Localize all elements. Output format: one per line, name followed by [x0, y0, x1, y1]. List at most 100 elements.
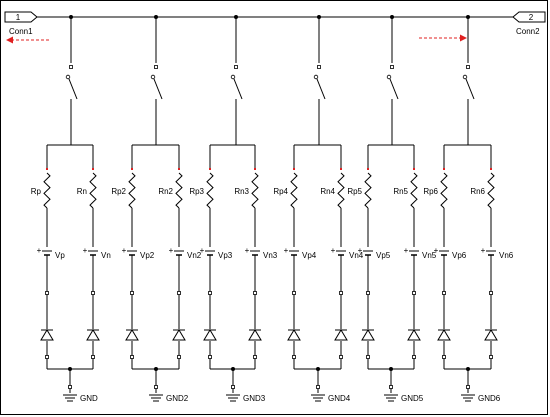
ground-label: GND — [80, 394, 98, 403]
source-p-label: Vp2 — [140, 251, 155, 260]
diode-symbol — [334, 329, 348, 341]
pin-port — [234, 65, 238, 69]
resistor-zigzag — [364, 172, 372, 209]
pin-port — [154, 385, 158, 389]
pin-port — [91, 291, 95, 295]
source-p-plus: + — [358, 246, 363, 255]
pin-port — [91, 355, 95, 359]
right-port-label: Conn2 — [516, 27, 540, 36]
diode-symbol — [484, 329, 498, 341]
diode-symbol — [437, 329, 451, 341]
pin-port — [339, 355, 343, 359]
right-port-number: 2 — [529, 13, 534, 22]
pin-port — [154, 65, 158, 69]
pin-port — [45, 291, 49, 295]
resistor-zigzag — [410, 172, 418, 209]
pin-port — [231, 385, 235, 389]
pin-port — [412, 291, 416, 295]
resistor-zigzag — [89, 172, 97, 209]
left-direction-arrow — [6, 36, 49, 44]
resistor-p-label: Rp2 — [111, 187, 126, 196]
pin-port — [390, 65, 394, 69]
pin-port — [253, 355, 257, 359]
pin-port — [489, 355, 493, 359]
resistor-zigzag — [487, 172, 495, 209]
left-port-label: Conn1 — [9, 27, 33, 36]
switch-knob — [230, 74, 236, 80]
switch-lever — [389, 78, 399, 100]
switch-lever — [465, 78, 475, 100]
resistor-p-label: Rp6 — [423, 187, 438, 196]
right-port[interactable]: 2 — [512, 11, 546, 23]
source-p-plus: + — [284, 246, 289, 255]
resistor-zigzag — [337, 172, 345, 209]
switch-knob — [150, 74, 156, 80]
source-n-label: Vn — [101, 251, 111, 260]
source-p-plus: + — [37, 246, 42, 255]
diode-symbol — [172, 329, 186, 341]
pin-port — [208, 291, 212, 295]
switch-lever — [153, 78, 163, 100]
pin-port — [208, 355, 212, 359]
left-port[interactable]: 1 — [4, 11, 41, 23]
source-p-label: Vp6 — [452, 251, 467, 260]
pin-port — [292, 291, 296, 295]
left-port-number: 1 — [16, 13, 21, 22]
pin-port — [292, 355, 296, 359]
pin-port — [466, 385, 470, 389]
resistor-n-label: Rn — [77, 187, 87, 196]
pin-port — [253, 291, 257, 295]
resistor-zigzag — [251, 172, 259, 209]
pin-port — [489, 291, 493, 295]
resistor-zigzag — [175, 172, 183, 209]
source-p-plus: + — [200, 246, 205, 255]
source-p-label: Vp5 — [376, 251, 391, 260]
source-n-label: Vn2 — [187, 251, 202, 260]
pin-port — [366, 355, 370, 359]
pin-port — [316, 385, 320, 389]
source-n-plus: + — [245, 246, 250, 255]
resistor-p-label: Rp — [31, 187, 42, 196]
pin-port — [69, 65, 73, 69]
diode-symbol — [361, 329, 375, 341]
switch-lever — [68, 78, 78, 100]
source-n-plus: + — [169, 246, 174, 255]
source-n-plus: + — [331, 246, 336, 255]
pin-port — [177, 291, 181, 295]
ground-label: GND5 — [401, 394, 424, 403]
resistor-p-label: Rp3 — [189, 187, 204, 196]
source-n-plus: + — [404, 246, 409, 255]
diode-symbol — [203, 329, 217, 341]
pin-port — [442, 355, 446, 359]
right-direction-arrow — [419, 34, 467, 42]
switch-lever — [233, 78, 243, 100]
source-n-plus: + — [83, 246, 88, 255]
resistor-zigzag — [440, 172, 448, 209]
resistor-zigzag — [128, 172, 136, 209]
pin-port — [442, 291, 446, 295]
pin-port — [317, 65, 321, 69]
diode-symbol — [407, 329, 421, 341]
pin-port — [68, 385, 72, 389]
pin-port — [389, 385, 393, 389]
pin-port — [339, 291, 343, 295]
resistor-zigzag — [290, 172, 298, 209]
ground-label: GND4 — [328, 394, 351, 403]
resistor-zigzag — [206, 172, 214, 209]
source-p-plus: + — [434, 246, 439, 255]
source-n-label: Vn4 — [349, 251, 364, 260]
switch-knob — [462, 74, 468, 80]
resistor-n-label: Rn2 — [158, 187, 173, 196]
switch-knob — [65, 74, 71, 80]
ground-label: GND6 — [478, 394, 501, 403]
switch-lever — [316, 78, 326, 100]
pin-port — [177, 355, 181, 359]
